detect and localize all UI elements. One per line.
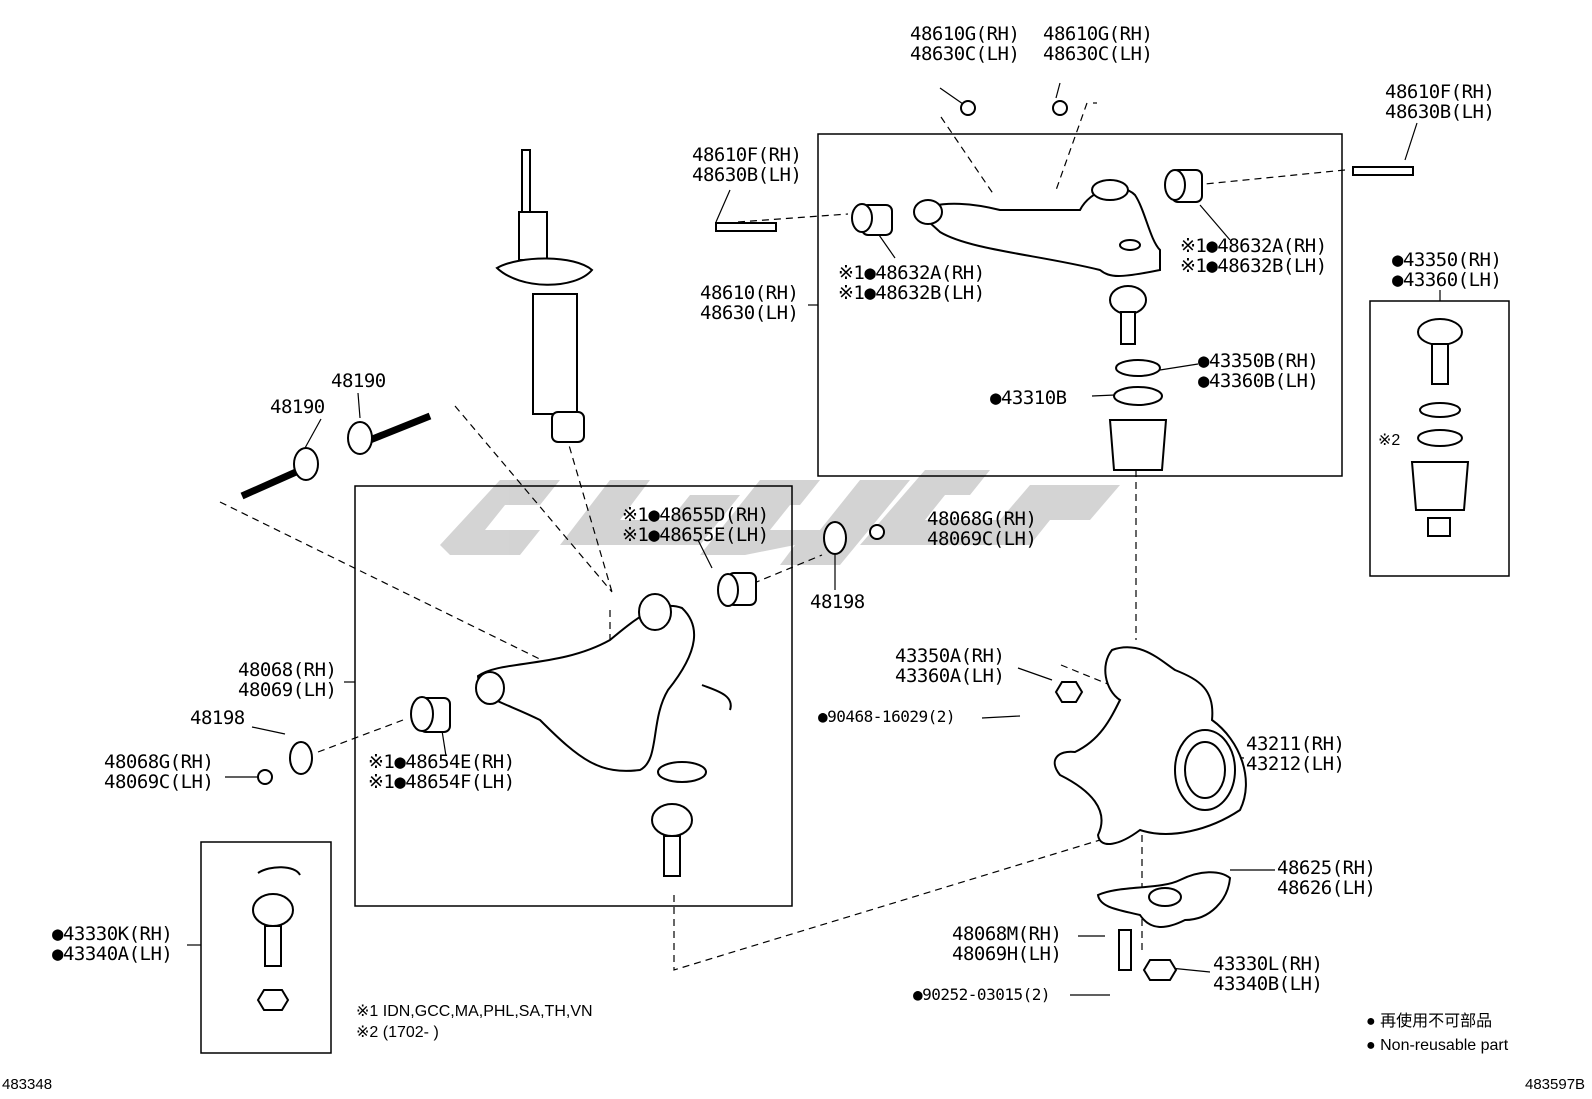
label-cam-bolt-b: 48190 xyxy=(331,370,386,392)
legend-item-en: ● Non-reusable part xyxy=(1366,1037,1509,1054)
label-lower-bushing-front: ※1●48655D(RH)※1●48655E(LH) xyxy=(622,504,769,546)
steering-knuckle xyxy=(1053,646,1247,845)
cam-bolts xyxy=(240,412,432,500)
label-upper-ball-joint-boot: ●43310B xyxy=(990,387,1067,409)
legend-item-jp: ● 再使用不可部品 xyxy=(1366,1013,1493,1030)
lower-ball-joint-box xyxy=(200,841,332,1054)
label-lower-bushing-rear: ※1●48654E(RH)※1●48654F(LH) xyxy=(368,751,515,793)
label-upper-nut-b: 48610G(RH)48630C(LH) xyxy=(1043,23,1153,65)
lower-arm-box xyxy=(354,485,793,907)
label-upper-arm: 48610(RH)48630(LH) xyxy=(700,282,799,324)
watermark-logo xyxy=(440,470,1120,565)
boxes xyxy=(200,133,1510,1054)
label-lower-arm: 48068(RH)48069(LH) xyxy=(238,659,337,701)
label-knuckle-ball-nut: 43350A(RH)43360A(LH) xyxy=(895,645,1005,687)
footnote-1: ※1 IDN,GCC,MA,PHL,SA,TH,VN xyxy=(356,1003,593,1020)
label-steering-knuckle: 43211(RH)43212(LH) xyxy=(1246,733,1345,775)
lower-bushings xyxy=(410,572,757,733)
label-upper-bolt-left: 48610F(RH)48630B(LH) xyxy=(692,144,802,186)
footnote-2: ※2 (1702- ) xyxy=(356,1024,439,1041)
knuckle-arm xyxy=(1096,871,1232,981)
lower-control-arm xyxy=(475,593,732,783)
label-lower-nut-left: 48068G(RH)48069C(LH) xyxy=(104,751,214,793)
label-cam-bolt-a: 48190 xyxy=(270,396,325,418)
diagram-id-left: 483348 xyxy=(2,1076,53,1093)
dashed-lines xyxy=(219,102,1346,971)
label-cotter-pin-upper: ●90468-16029(2) xyxy=(818,707,956,726)
label-upper-bushing-left: ※1●48632A(RH)※1●48632B(LH) xyxy=(838,262,985,304)
label-knuckle-arm: 48625(RH)48626(LH) xyxy=(1277,857,1376,899)
upper-arm-box xyxy=(817,133,1343,477)
label-cam-plate-left: 48198 xyxy=(190,707,245,729)
shock-absorber xyxy=(495,149,594,443)
upper-bushing-left xyxy=(851,203,893,236)
upper-bushing-right xyxy=(1164,169,1203,203)
label-lower-ball-nut: 43330L(RH)43340B(LH) xyxy=(1213,953,1323,995)
label-cotter-pin-lower: ●90252-03015(2) xyxy=(913,985,1051,1004)
ball-joint-kit xyxy=(1410,318,1470,537)
label-upper-ball-joint-kit: ●43350(RH)●43360(LH) xyxy=(1392,249,1502,291)
lower-ball-joint xyxy=(252,803,693,1011)
label-upper-nut-a: 48610G(RH)48630C(LH) xyxy=(910,23,1020,65)
label-upper-bolt-right: 48610F(RH)48630B(LH) xyxy=(1385,81,1495,123)
cam-plates-nuts xyxy=(257,521,885,785)
label-lower-nut-right: 48068G(RH)48069C(LH) xyxy=(927,508,1037,550)
label-upper-ball-joint-ring: ●43350B(RH)●43360B(LH) xyxy=(1198,350,1319,392)
upper-ball-joint xyxy=(1108,285,1168,471)
label-lower-ball-joint-kit: ●43330K(RH)●43340A(LH) xyxy=(52,923,173,965)
legend: ● 再使用不可部品 ● Non-reusable part xyxy=(1366,1007,1508,1055)
upper-control-arm xyxy=(913,179,1161,277)
ring-note: ※2 xyxy=(1378,432,1401,449)
label-knuckle-arm-bolt: 48068M(RH)48069H(LH) xyxy=(952,923,1062,965)
diagram-id-right: 483597B xyxy=(1525,1076,1586,1093)
upper-bolts xyxy=(715,100,1414,232)
label-upper-bushing-right: ※1●48632A(RH)※1●48632B(LH) xyxy=(1180,235,1327,277)
label-cam-plate-right: 48198 xyxy=(810,591,865,613)
